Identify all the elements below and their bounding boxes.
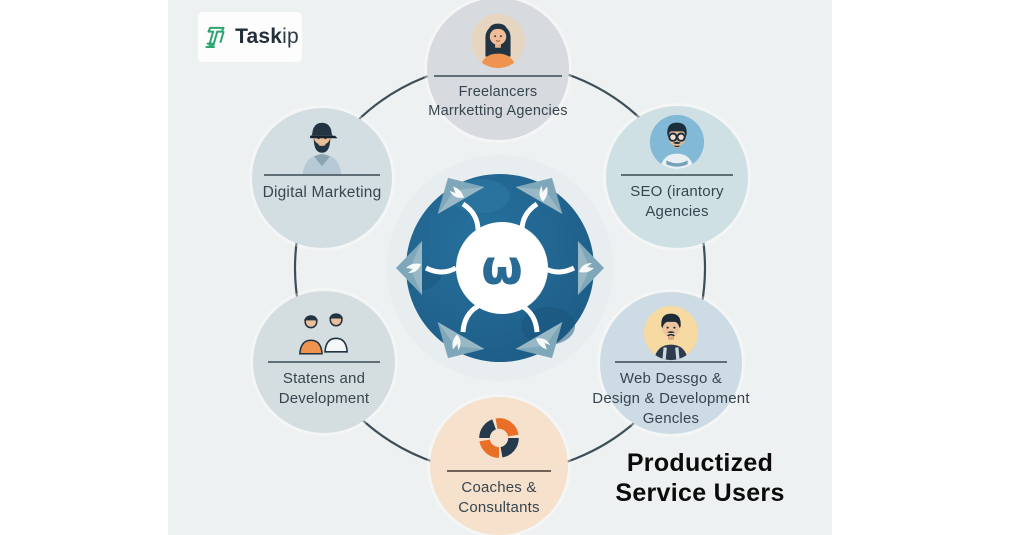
page-title: Productized Service Users	[590, 448, 810, 508]
node-label: Web Dessgo &	[619, 370, 723, 387]
node-label: Digital Marketing	[262, 184, 382, 201]
node-label: SEO (irantory	[630, 183, 724, 200]
bird-icon	[579, 263, 594, 273]
node-digital-marketing: Digital Marketing	[252, 108, 392, 248]
taskip-logo-icon	[205, 26, 225, 48]
bird-icon	[449, 186, 464, 198]
node-label: Marrketting Agencies	[428, 103, 568, 119]
node-label: Freelancers	[458, 84, 538, 100]
node-freelancers-marketing-agencies: Freelancers Marrketting Agencies	[427, 0, 569, 140]
two-people-icon	[299, 313, 349, 355]
bird-icon	[536, 338, 551, 350]
divider	[434, 75, 562, 77]
node-web-design-development: Web Dessgo & Design & Development Gencle…	[592, 292, 750, 434]
hub-inner-circle	[456, 222, 548, 314]
divider	[621, 174, 733, 176]
node-label: Statens and	[282, 370, 366, 387]
pinwheel-icon	[479, 418, 519, 458]
woman-avatar-icon	[470, 13, 526, 69]
hub-logo-glyph: ω	[481, 240, 523, 296]
divider	[264, 174, 380, 176]
taskip-logo-text: Taskip	[235, 25, 299, 48]
node-statens-and-development: Statens and Development	[253, 291, 395, 433]
divider	[447, 470, 551, 472]
bird-icon	[539, 185, 548, 202]
man-suspenders-avatar-icon	[643, 305, 699, 361]
node-label: Coaches &	[461, 479, 537, 496]
node-coaches-consultants: Coaches & Consultants	[430, 397, 568, 535]
taskip-logo: Taskip	[198, 12, 302, 62]
node-label: Design & Development	[592, 390, 750, 407]
central-hub-graphic: ω	[387, 155, 613, 381]
central-hub: ω	[348, 116, 652, 425]
man-glasses-avatar-icon	[649, 114, 705, 170]
node-label: Agencies	[645, 203, 709, 220]
bird-icon	[406, 263, 421, 273]
title-line-1: Productized	[626, 449, 774, 477]
node-label: Consultants	[458, 499, 540, 516]
node-seo-agencies: SEO (irantory Agencies	[606, 106, 748, 248]
node-label: Gencles	[642, 410, 700, 427]
bird-icon	[452, 334, 461, 351]
title-line-2: Service Users	[615, 479, 785, 507]
node-label: Development	[278, 390, 370, 407]
divider	[615, 361, 727, 363]
divider	[268, 361, 380, 363]
man-cap-avatar-icon	[302, 122, 342, 175]
